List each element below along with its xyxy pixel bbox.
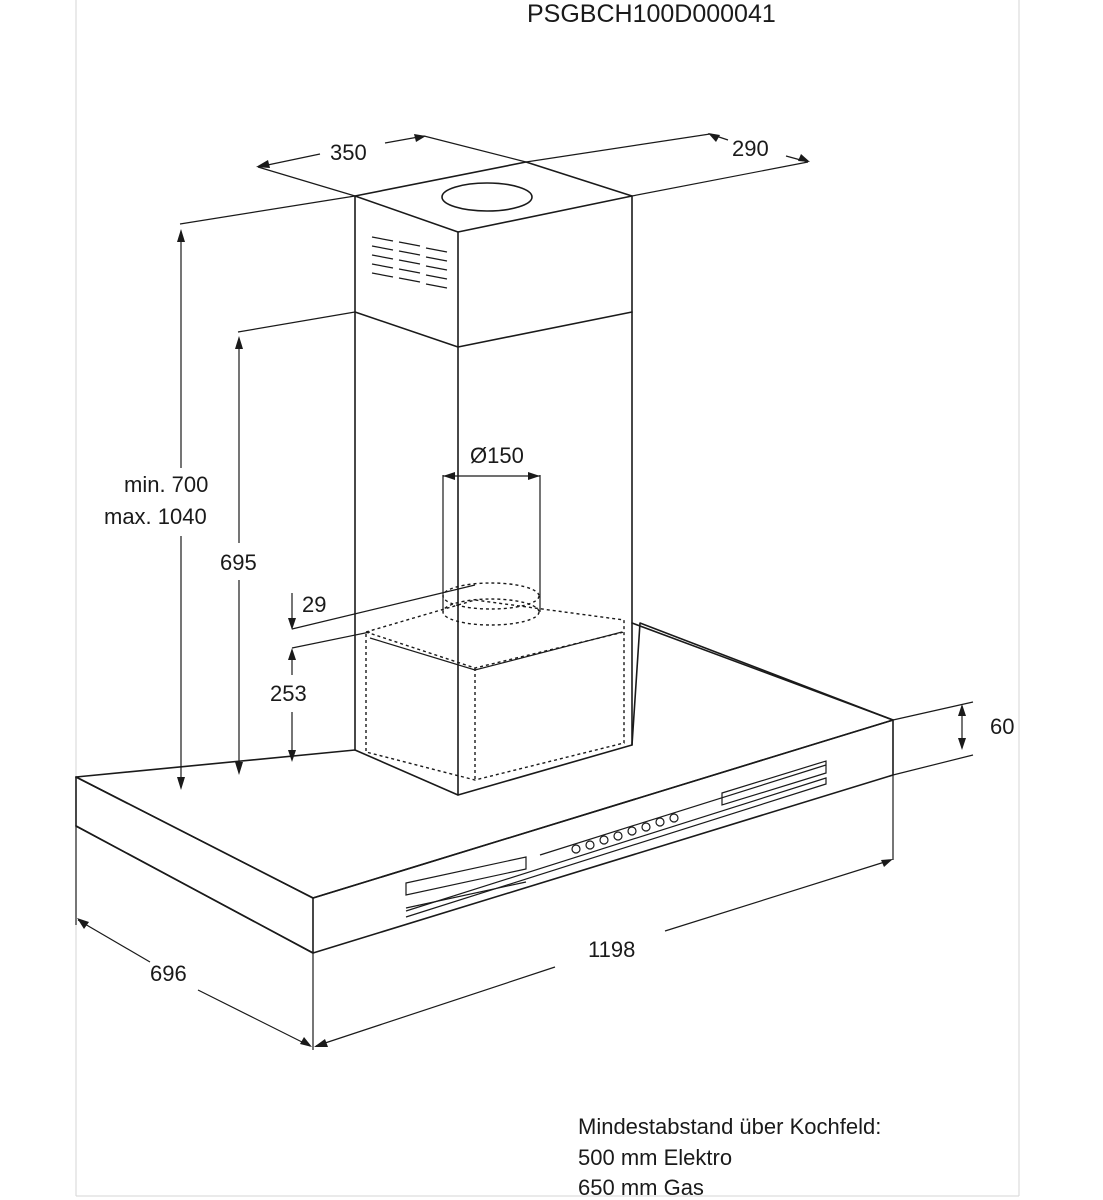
control-button [641, 822, 651, 832]
label-offset-top: 29 [302, 592, 326, 617]
label-height-min: min. 700 [124, 472, 208, 497]
label-inner-height: 695 [220, 550, 257, 575]
note-line-2: 500 mm Elektro [578, 1145, 732, 1170]
note-line-3: 650 mm Gas [578, 1175, 704, 1200]
label-canopy-width: 1198 [588, 937, 635, 962]
page-frame [75, 0, 1020, 1197]
control-button [613, 831, 623, 841]
internal-duct [442, 475, 541, 626]
installation-note: Mindestabstand über Kochfeld: 500 mm Ele… [578, 1114, 881, 1200]
note-line-1: Mindestabstand über Kochfeld: [578, 1114, 881, 1139]
drawing-code: PSGBCH100D000041 [527, 0, 776, 28]
label-canopy-height: 60 [990, 714, 1014, 739]
control-button [655, 817, 665, 827]
motor-box [365, 599, 625, 781]
control-button [627, 826, 637, 836]
label-height-max: max. 1040 [104, 504, 207, 529]
label-filter-height: 253 [270, 681, 307, 706]
label-canopy-depth: 696 [150, 961, 187, 986]
control-button [571, 844, 581, 854]
label-chimney-depth: 290 [732, 136, 769, 161]
label-chimney-width: 350 [330, 140, 367, 165]
control-panel [405, 760, 827, 918]
canopy [75, 622, 894, 954]
control-button [599, 835, 609, 845]
label-duct-diameter: Ø150 [470, 443, 524, 468]
control-button [669, 813, 679, 823]
dimension-lines [75, 133, 974, 1050]
top-duct-opening [441, 182, 533, 212]
vent-slots [371, 236, 448, 289]
dimension-labels: 350 290 min. 700 max. 1040 695 Ø150 29 2… [104, 136, 1014, 986]
chimney [354, 161, 633, 796]
control-button [585, 840, 595, 850]
